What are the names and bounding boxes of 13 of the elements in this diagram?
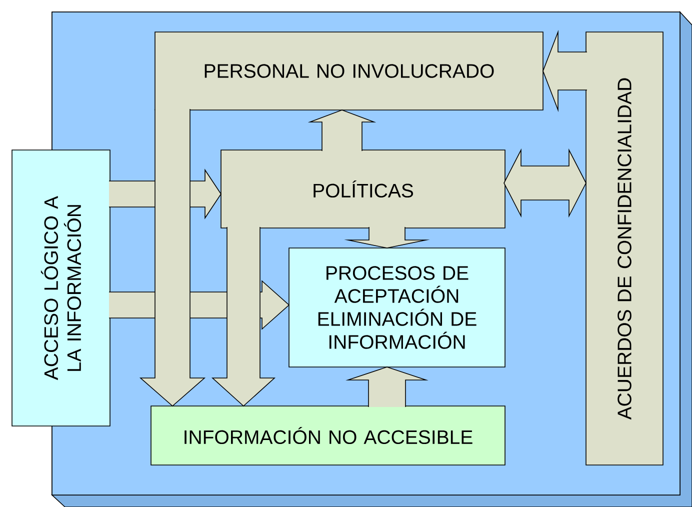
block-arrow bbox=[344, 226, 430, 248]
block-arrow bbox=[139, 108, 206, 407]
process-box: ACCESO LÓGICO A LA INFORMACIÓN bbox=[12, 150, 110, 426]
process-box: ACUERDOS DE CONFIDENCIALIDAD bbox=[586, 32, 664, 466]
block-arrow bbox=[308, 110, 376, 152]
process-box: PROCESOS DE ACEPTACIÓN ELIMINACIÓN DE INFORMACIÓN bbox=[288, 248, 506, 368]
block-arrow bbox=[542, 30, 588, 112]
block-arrow bbox=[211, 226, 276, 407]
process-box: INFORMACIÓN NO ACCESIBLE bbox=[150, 406, 506, 466]
process-box: PERSONAL NO INVOLUCRADO bbox=[154, 32, 544, 110]
process-box: POLÍTICAS bbox=[220, 150, 506, 228]
block-arrow bbox=[346, 366, 428, 408]
block-arrow bbox=[504, 148, 586, 218]
